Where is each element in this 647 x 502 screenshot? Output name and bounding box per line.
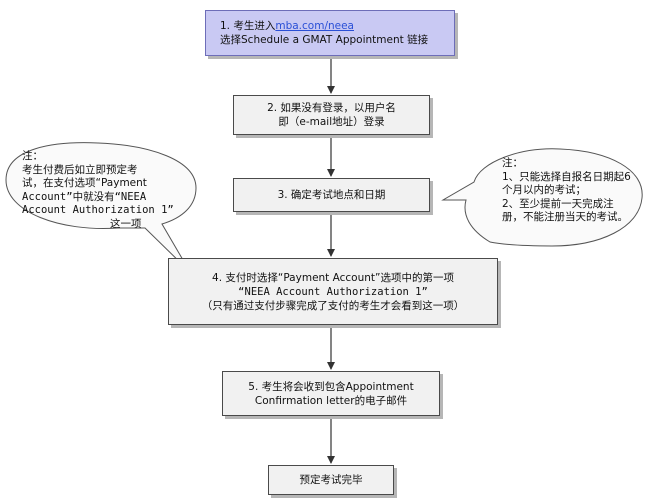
step-1-prefix: 1. 考生进入 [220, 20, 276, 32]
right-note-line5: 册，不能注册当天的考试。 [502, 211, 628, 223]
mba-link[interactable]: mba.com/neea [275, 20, 354, 32]
left-note-line1: 注： [22, 150, 43, 162]
left-note-bubble [5, 142, 197, 273]
right-note-line2: 1、只能选择自报名日期起6 [502, 170, 631, 183]
step-1-box: 1. 考生进入mba.com/neea 选择Schedule a GMAT Ap… [205, 10, 455, 56]
left-note: 注： 考生付费后如立即预定考 试，在支付选项“Payment Account”中… [22, 150, 182, 231]
step-4-line3: （只有通过支付步骤完成了支付的考生才会看到这一项） [201, 299, 465, 312]
final-label: 预定考试完毕 [299, 474, 363, 486]
step-5-line1: 5. 考生将会收到包含Appointment [248, 380, 414, 393]
left-note-line5: Account Authorization 1” [22, 204, 174, 216]
right-note-bubble [441, 148, 643, 247]
step-1-line2: 选择Schedule a GMAT Appointment 链接 [220, 34, 429, 46]
right-note-line1: 注： [502, 157, 523, 169]
step-5-box: 5. 考生将会收到包含Appointment Confirmation lett… [222, 371, 440, 416]
step-4-line2: “NEEA Account Authorization 1” [238, 285, 428, 298]
step-4-box: 4. 支付时选择“Payment Account”选项中的第一项 “NEEA A… [168, 258, 498, 325]
step-2-line1: 2. 如果没有登录，以用户名 [267, 102, 396, 114]
right-note-line4: 2、至少提前一天完成注 [502, 197, 614, 210]
step-3-box: 3. 确定考试地点和日期 [233, 178, 430, 212]
step-1-line1: 1. 考生进入mba.com/neea [220, 19, 354, 33]
step-4-line1: 4. 支付时选择“Payment Account”选项中的第一项 [212, 271, 454, 284]
right-note: 注： 1、只能选择自报名日期起6 个月以内的考试； 2、至少提前一天完成注 册，… [502, 157, 637, 225]
left-note-line2: 考生付费后如立即预定考 [22, 163, 138, 176]
step-2-line2: 即（e-mail地址）登录 [278, 116, 385, 128]
left-note-line6: 这一项 [110, 217, 142, 230]
left-note-line4: Account”中就没有“NEEA [22, 190, 147, 203]
step-2-box: 2. 如果没有登录，以用户名 即（e-mail地址）登录 [233, 95, 430, 135]
step-5-line2: Confirmation letter的电子邮件 [254, 394, 408, 407]
step-3-line1: 3. 确定考试地点和日期 [277, 189, 386, 201]
final-box: 预定考试完毕 [268, 465, 394, 495]
right-note-line3: 个月以内的考试； [502, 184, 586, 196]
left-note-line3: 试，在支付选项“Payment [22, 177, 147, 189]
